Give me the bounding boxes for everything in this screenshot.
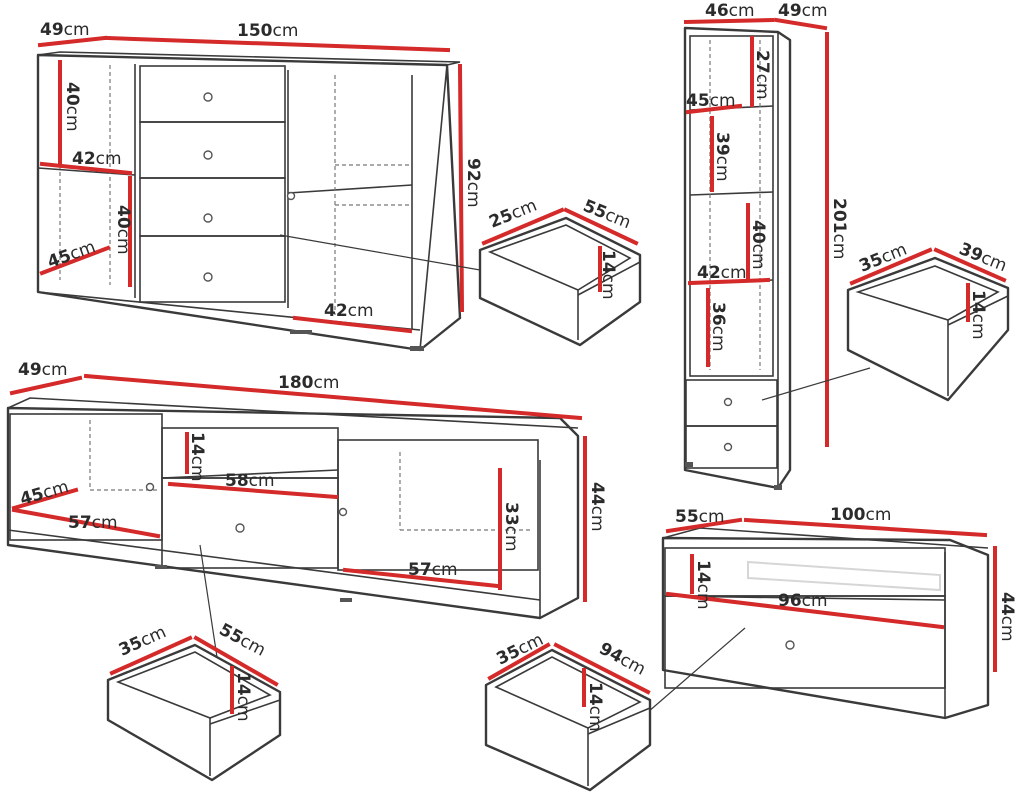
cabinet-shelf3-height-label: 40cm xyxy=(748,220,768,270)
drawer-knob xyxy=(203,150,213,160)
sideboard-drawer-depth-label: 25cm xyxy=(486,196,539,233)
tv-drawer-detail xyxy=(106,635,282,782)
coffee-drawer-width-label: 94cm xyxy=(596,639,649,680)
tv-drawer-depth-label: 35cm xyxy=(116,622,169,660)
sideboard-depth-label: 49cm xyxy=(40,20,90,40)
drawer-knob xyxy=(785,640,795,650)
drawer-knob xyxy=(723,397,733,407)
tv-niche-height-label: 14cm xyxy=(187,432,207,482)
tall-cabinet xyxy=(683,17,871,490)
door-knob xyxy=(145,482,155,492)
sideboard-body xyxy=(36,53,462,352)
sideboard-drawer-height-label: 14cm xyxy=(598,250,618,300)
drawer-knob xyxy=(203,272,213,282)
sideboard-drawer-detail xyxy=(478,207,642,347)
drawer-knob xyxy=(203,92,213,102)
sideboard-drawer-4 xyxy=(139,235,286,303)
sideboard-height-label: 92cm xyxy=(463,158,483,208)
cabinet-shelf1-height-label: 27cm xyxy=(752,50,772,100)
tv-depth-label: 49cm xyxy=(18,360,68,380)
coffee-width-label: 100cm xyxy=(830,505,891,525)
drawer-knob xyxy=(723,442,733,452)
cabinet-shelf2-height-label: 39cm xyxy=(712,132,732,182)
tv-stand xyxy=(6,373,587,691)
drawer-knob xyxy=(235,523,245,533)
cabinet-drawer-2 xyxy=(685,425,778,469)
coffee-shelf-height-label: 14cm xyxy=(693,560,713,610)
tv-right-height-label: 33cm xyxy=(501,502,521,552)
cabinet-shelf4-height-label: 36cm xyxy=(708,302,728,352)
cabinet-drawer-detail xyxy=(846,247,1010,402)
tv-drawer-height-label: 14cm xyxy=(233,672,253,722)
coffee-shelf-width-label: 96cm xyxy=(778,591,828,611)
tv-height-label: 44cm xyxy=(587,482,607,532)
coffee-table xyxy=(647,517,997,720)
tv-right-door xyxy=(337,439,539,571)
sideboard-left-shelf-width-label: 42cm xyxy=(72,149,122,169)
cabinet-width-label: 46cm xyxy=(705,1,755,21)
cabinet-shelf-depth-label: 45cm xyxy=(686,91,736,111)
cabinet-height-label: 201cm xyxy=(829,198,849,259)
coffee-drawer xyxy=(664,595,946,689)
tv-width-label: 180cm xyxy=(278,373,339,393)
tv-left-width-label: 57cm xyxy=(68,513,118,533)
sideboard-left-lower-height-label: 40cm xyxy=(113,205,133,255)
coffee-drawer-detail xyxy=(484,642,652,792)
cabinet-shelf-width-label: 42cm xyxy=(697,263,747,283)
coffee-drawer-height-label: 14cm xyxy=(585,682,605,732)
drawer-knob xyxy=(203,213,213,223)
sideboard-right-shelf-width-label: 42cm xyxy=(324,301,374,321)
tv-niche-width-label: 58cm xyxy=(225,471,275,491)
door-knob xyxy=(338,507,348,517)
cabinet-depth-label: 49cm xyxy=(778,1,828,21)
tv-right-width-label: 57cm xyxy=(408,560,458,580)
cabinet-drawer-height-label: 14cm xyxy=(968,290,988,340)
cabinet-glass-door xyxy=(689,35,774,377)
door-knob xyxy=(286,191,296,201)
coffee-height-label: 44cm xyxy=(997,592,1017,642)
sideboard xyxy=(36,35,481,352)
sideboard-left-upper-height-label: 40cm xyxy=(62,82,82,132)
sideboard-width-label: 150cm xyxy=(237,21,298,41)
coffee-depth-label: 55cm xyxy=(675,507,725,527)
